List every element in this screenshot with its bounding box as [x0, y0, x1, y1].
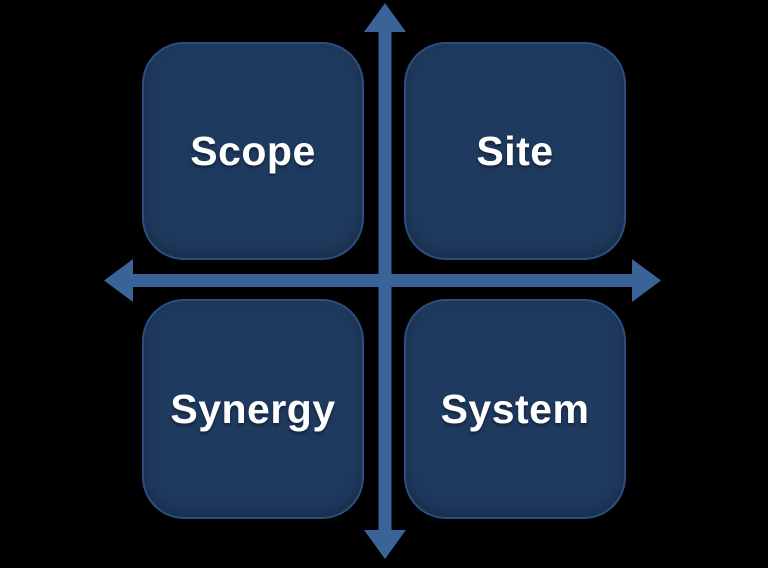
quadrant-label-synergy: Synergy: [170, 385, 336, 432]
quadrant-top-right: Site: [404, 42, 626, 260]
quadrant-top-left: Scope: [142, 42, 364, 260]
horizontal-axis-arrow: [104, 259, 661, 302]
quadrant-bottom-right: System: [404, 299, 626, 519]
quadrant-label-system: System: [440, 385, 590, 432]
quadrant-label-site: Site: [476, 127, 554, 174]
quadrant-label-scope: Scope: [190, 127, 316, 174]
quadrant-bottom-left: Synergy: [142, 299, 364, 519]
